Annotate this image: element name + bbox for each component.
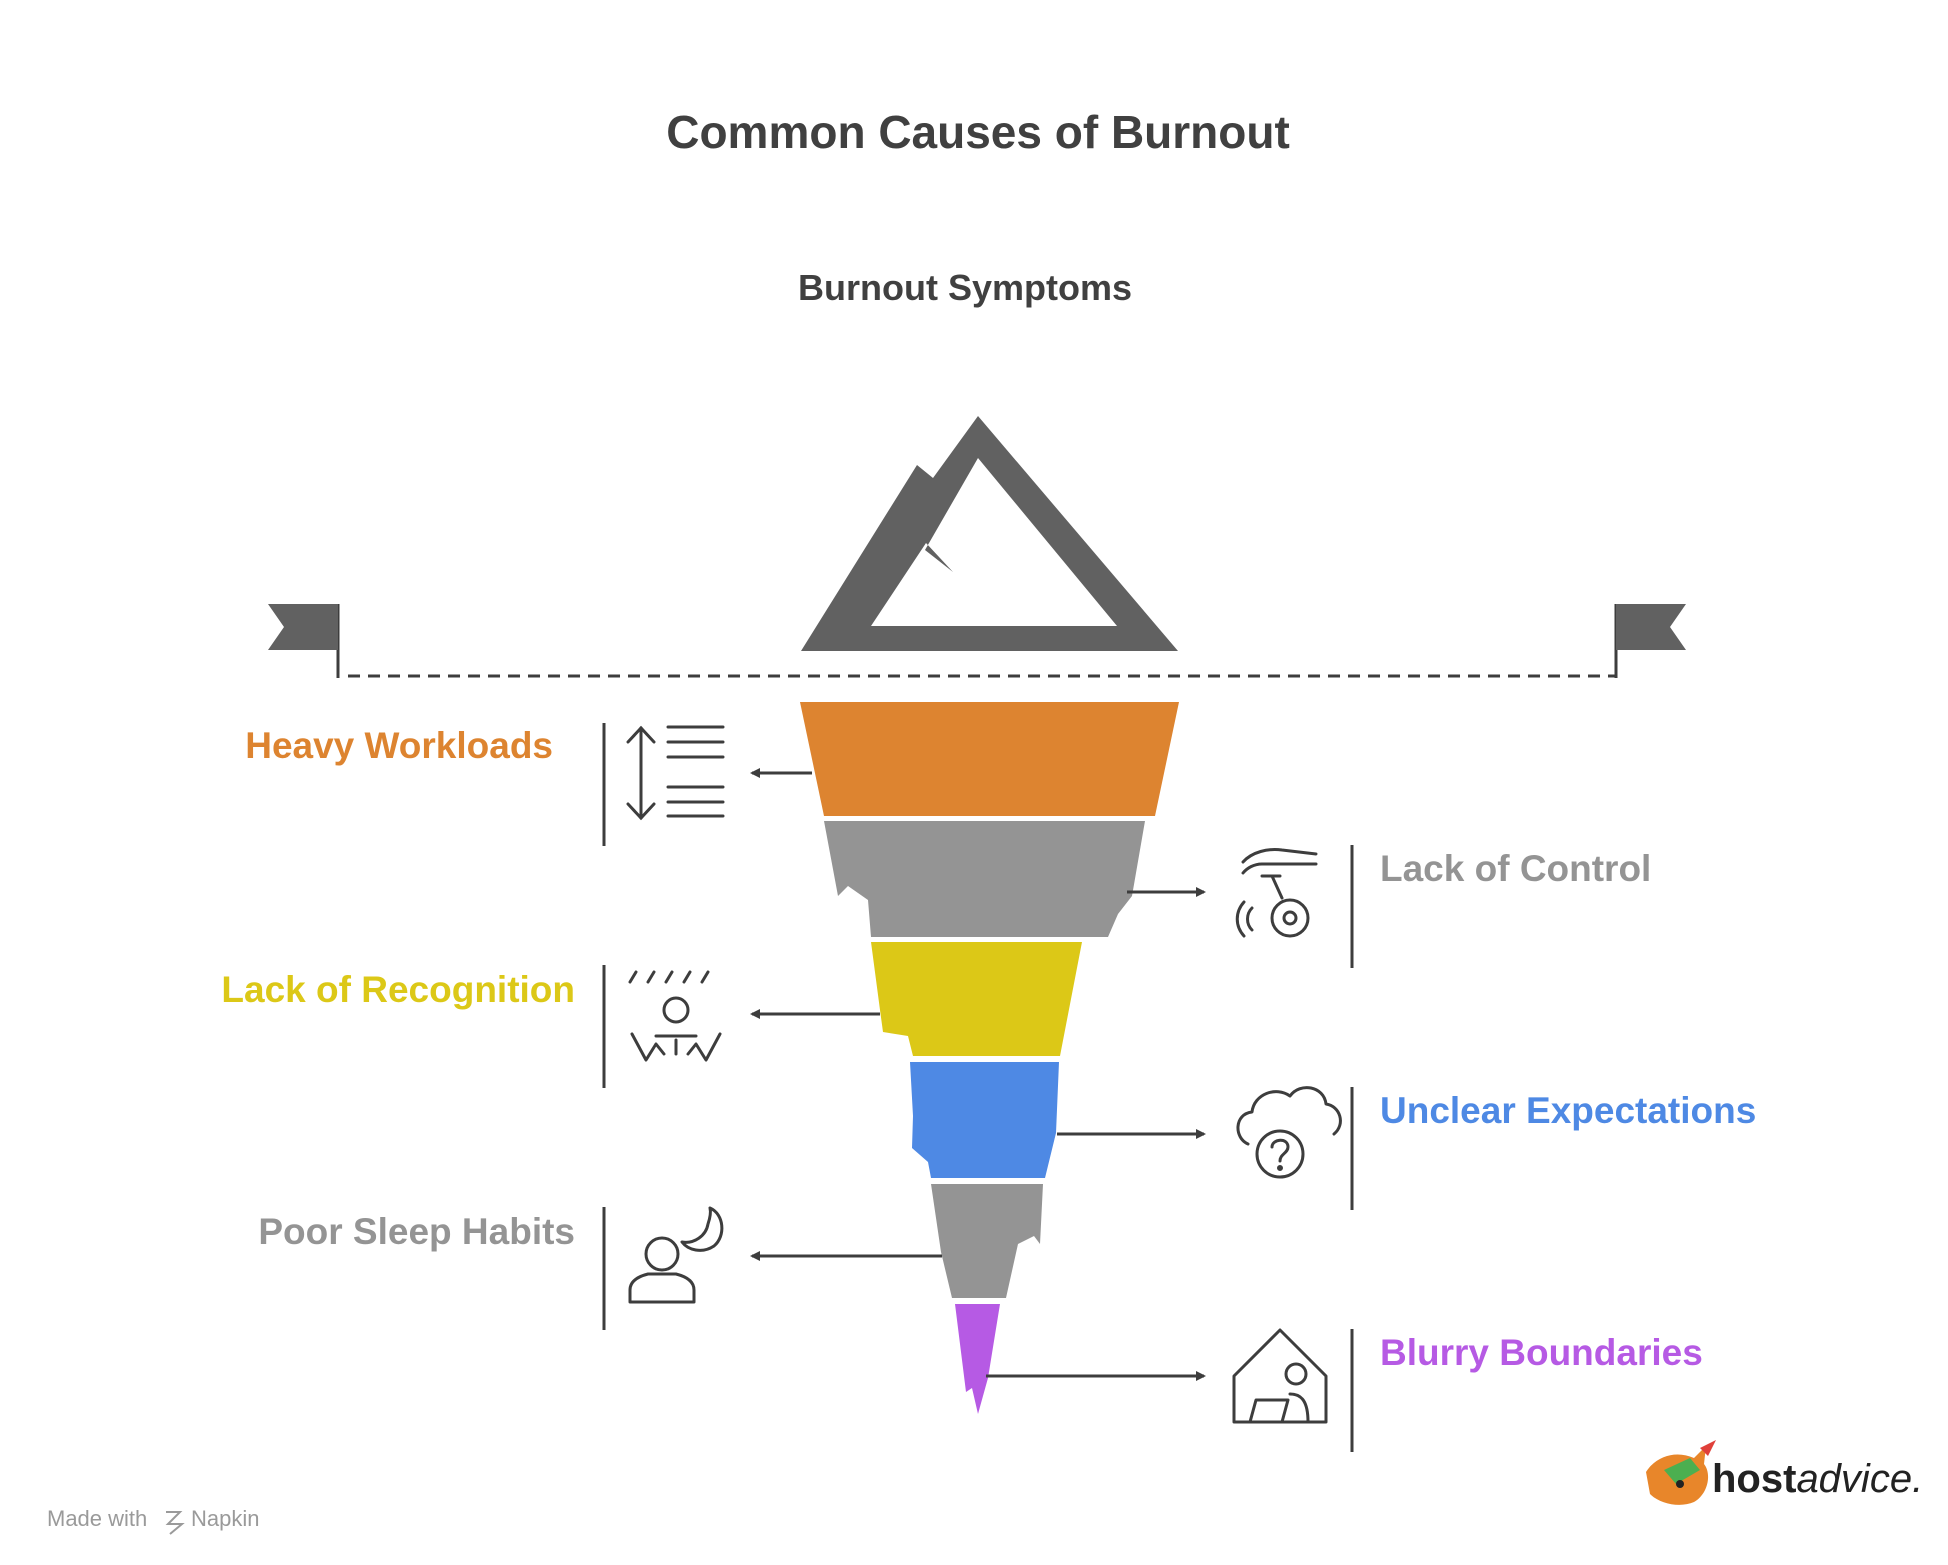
person-rain-icon (628, 970, 722, 1062)
layer-unclear-expectations (910, 1062, 1059, 1178)
layer-blurry-boundaries (955, 1304, 1000, 1414)
cause-label-unclear-expectations: Unclear Expectations (1380, 1090, 1756, 1131)
mountain-icon (801, 416, 1178, 651)
left-flag-icon (268, 604, 338, 650)
right-flag-icon (1616, 604, 1686, 650)
brand-part-advice: advice. (1796, 1457, 1923, 1501)
person-moon-icon (628, 1206, 724, 1304)
cause-label-blurry-boundaries: Blurry Boundaries (1380, 1332, 1703, 1373)
cause-label-heavy-workloads: Heavy Workloads (245, 725, 553, 766)
hostadvice-logo-icon (1646, 1440, 1716, 1505)
layer-heavy-workloads (800, 702, 1179, 816)
napkin-label: Napkin (191, 1506, 259, 1531)
cause-label-poor-sleep-habits: Poor Sleep Habits (258, 1211, 575, 1252)
cause-label-lack-of-control: Lack of Control (1380, 848, 1651, 889)
diagram-title: Common Causes of Burnout (666, 106, 1290, 158)
hand-controlling-icon (1235, 848, 1318, 938)
home-worker-icon (1232, 1328, 1328, 1424)
up-down-arrow-lines-icon (626, 725, 725, 821)
made-with-label: Made with (47, 1506, 147, 1531)
napkin-logo-icon (165, 1511, 185, 1535)
layer-lack-of-control (824, 821, 1145, 937)
brand-wordmark: hostadvice. (1712, 1457, 1923, 1501)
layer-lack-of-recognition (871, 942, 1082, 1056)
diagram-subtitle: Burnout Symptoms (798, 267, 1132, 308)
cloud-question-icon (1236, 1086, 1342, 1179)
layer-poor-sleep-habits (931, 1184, 1043, 1298)
cause-label-lack-of-recognition: Lack of Recognition (221, 969, 575, 1010)
brand-part-host: host (1712, 1457, 1796, 1501)
